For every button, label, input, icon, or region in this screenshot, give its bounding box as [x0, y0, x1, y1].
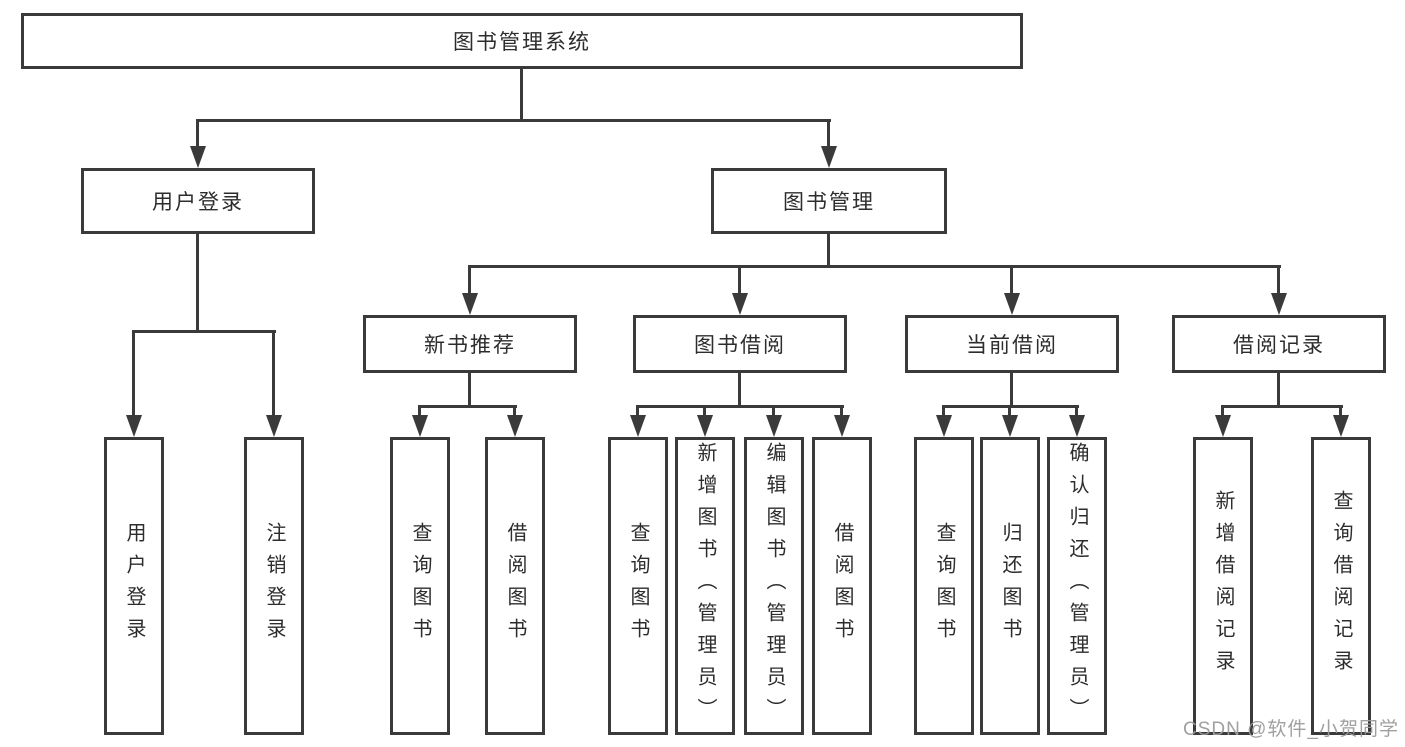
arrow-down-icon	[936, 415, 952, 437]
leaf-records-query-label: 查询借阅记录	[1330, 490, 1352, 682]
leaf-borrow-add-book-label: 新增图书（管理员）	[694, 442, 716, 730]
node-new-book-recommend: 新书推荐	[363, 315, 577, 373]
arrow-stem	[772, 405, 775, 417]
connector-hline	[197, 119, 831, 122]
arrow-stem	[1339, 405, 1342, 417]
node-user-login-label: 用户登录	[152, 191, 244, 214]
leaf-records-add-label: 新增借阅记录	[1212, 490, 1234, 682]
arrow-down-icon	[1004, 293, 1020, 315]
leaf-borrow-query-book: 查询图书	[608, 437, 668, 735]
leaf-recommend-query-book: 查询图书	[390, 437, 450, 735]
arrow-stem	[418, 405, 421, 417]
leaf-logout: 注销登录	[244, 437, 304, 735]
arrow-stem	[738, 265, 741, 295]
node-book-management: 图书管理	[711, 168, 947, 234]
arrow-down-icon	[630, 415, 646, 437]
connector-vline	[520, 69, 523, 122]
leaf-borrow-query-book-label: 查询图书	[627, 522, 649, 650]
connector-hline	[468, 265, 1281, 268]
arrow-down-icon	[1215, 415, 1231, 437]
arrow-down-icon	[507, 415, 523, 437]
arrow-stem	[132, 330, 135, 417]
arrow-stem	[827, 119, 830, 147]
node-borrow-records-label: 借阅记录	[1233, 334, 1325, 357]
connector-vline	[738, 373, 741, 408]
arrow-down-icon	[462, 293, 478, 315]
connector-hline	[132, 330, 276, 333]
leaf-borrow-edit-book-label: 编辑图书（管理员）	[763, 442, 785, 730]
connector-vline	[827, 234, 830, 268]
arrow-down-icon	[126, 415, 142, 437]
leaf-current-query-book: 查询图书	[914, 437, 974, 735]
arrow-stem	[468, 265, 471, 295]
arrow-stem	[840, 405, 843, 417]
connector-hline	[636, 405, 844, 408]
arrow-stem	[196, 119, 199, 147]
node-borrow-records: 借阅记录	[1172, 315, 1386, 373]
arrow-down-icon	[412, 415, 428, 437]
arrow-stem	[942, 405, 945, 417]
leaf-borrow-add-book: 新增图书（管理员）	[675, 437, 735, 735]
node-book-management-label: 图书管理	[783, 191, 875, 214]
arrow-stem	[1010, 265, 1013, 295]
arrow-down-icon	[1333, 415, 1349, 437]
node-book-borrow: 图书借阅	[633, 315, 847, 373]
arrow-down-icon	[1271, 293, 1287, 315]
arrow-down-icon	[697, 415, 713, 437]
node-current-borrow: 当前借阅	[905, 315, 1119, 373]
arrow-down-icon	[1069, 415, 1085, 437]
connector-hline	[1221, 405, 1343, 408]
leaf-user-login: 用户登录	[104, 437, 164, 735]
leaf-recommend-borrow-book: 借阅图书	[485, 437, 545, 735]
leaf-recommend-borrow-book-label: 借阅图书	[504, 522, 526, 650]
arrow-stem	[513, 405, 516, 417]
node-user-login: 用户登录	[81, 168, 315, 234]
arrow-stem	[1221, 405, 1224, 417]
node-current-borrow-label: 当前借阅	[966, 334, 1058, 357]
leaf-current-confirm-return: 确认归还（管理员）	[1047, 437, 1107, 735]
leaf-user-login-label: 用户登录	[123, 522, 145, 650]
leaf-current-confirm-return-label: 确认归还（管理员）	[1066, 442, 1088, 730]
arrow-stem	[272, 330, 275, 417]
leaf-current-return-book: 归还图书	[980, 437, 1040, 735]
arrow-down-icon	[732, 293, 748, 315]
node-root: 图书管理系统	[21, 13, 1023, 69]
arrow-stem	[703, 405, 706, 417]
leaf-borrow-edit-book: 编辑图书（管理员）	[744, 437, 804, 735]
arrow-down-icon	[766, 415, 782, 437]
leaf-current-return-book-label: 归还图书	[999, 522, 1021, 650]
arrow-stem	[1277, 265, 1280, 295]
arrow-down-icon	[190, 146, 206, 168]
connector-vline	[468, 373, 471, 408]
node-new-book-recommend-label: 新书推荐	[424, 334, 516, 357]
arrow-down-icon	[834, 415, 850, 437]
arrow-stem	[636, 405, 639, 417]
connector-hline	[418, 405, 517, 408]
arrow-stem	[1075, 405, 1078, 417]
arrow-down-icon	[266, 415, 282, 437]
leaf-borrow-borrow-book: 借阅图书	[812, 437, 872, 735]
arrow-stem	[1008, 405, 1011, 417]
arrow-down-icon	[1002, 415, 1018, 437]
leaf-borrow-borrow-book-label: 借阅图书	[831, 522, 853, 650]
csdn-watermark: CSDN @软件_小贺同学	[1183, 719, 1399, 740]
leaf-records-add: 新增借阅记录	[1193, 437, 1253, 735]
node-book-borrow-label: 图书借阅	[694, 334, 786, 357]
connector-vline	[196, 234, 199, 333]
leaf-logout-label: 注销登录	[263, 522, 285, 650]
leaf-recommend-query-book-label: 查询图书	[409, 522, 431, 650]
connector-vline	[1010, 373, 1013, 408]
leaf-current-query-book-label: 查询图书	[933, 522, 955, 650]
connector-vline	[1277, 373, 1280, 408]
leaf-records-query: 查询借阅记录	[1311, 437, 1371, 735]
arrow-down-icon	[821, 146, 837, 168]
node-root-label: 图书管理系统	[453, 31, 591, 54]
